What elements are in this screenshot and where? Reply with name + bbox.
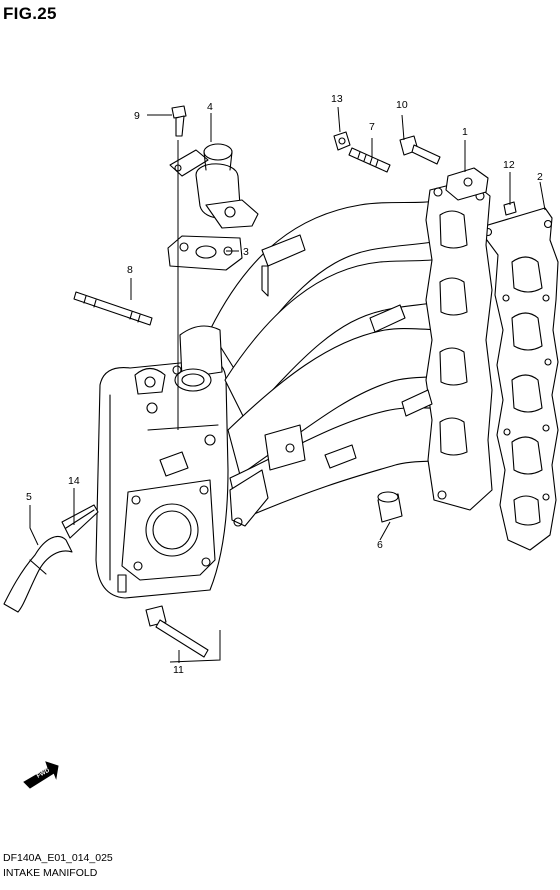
- clamp-part[interactable]: [61, 504, 99, 539]
- stud-part-8[interactable]: [73, 291, 153, 326]
- callout-4: 4: [207, 101, 213, 113]
- bolt-part-11[interactable]: [145, 605, 209, 658]
- callout-3: 3: [243, 246, 249, 258]
- hose-part[interactable]: [3, 536, 73, 613]
- callout-1: 1: [462, 126, 468, 138]
- callout-9: 9: [134, 110, 140, 122]
- intake-manifold-part[interactable]: [95, 167, 493, 599]
- stud-part-7[interactable]: [348, 147, 391, 173]
- callout-11: 11: [173, 664, 184, 676]
- diagram-name: INTAKE MANIFOLD: [3, 867, 98, 879]
- diagram-code: DF140A_E01_014_025: [3, 852, 113, 864]
- callout-8: 8: [127, 264, 133, 276]
- callout-2: 2: [537, 171, 543, 183]
- callout-10: 10: [396, 99, 408, 111]
- pin-part[interactable]: [503, 201, 517, 216]
- callout-14: 14: [68, 475, 80, 487]
- leader-lines: [29, 106, 546, 663]
- callout-6: 6: [377, 539, 383, 551]
- callout-7: 7: [369, 121, 375, 133]
- nut-part[interactable]: [333, 131, 351, 151]
- bolt-part-10[interactable]: [399, 135, 441, 165]
- callout-13: 13: [331, 93, 343, 105]
- idle-air-control-valve-part[interactable]: [169, 143, 259, 229]
- callout-12: 12: [503, 159, 515, 171]
- figure-title: FIG.25: [3, 4, 57, 23]
- spacer-part[interactable]: [377, 491, 403, 523]
- gasket-part[interactable]: [477, 207, 559, 551]
- fwd-arrow-icon: FWD: [23, 761, 59, 789]
- bolt-part-9[interactable]: [171, 105, 187, 137]
- callout-5: 5: [26, 491, 32, 503]
- iac-gasket-part[interactable]: [167, 235, 243, 271]
- callout-labels: 1 2 3 4 5 6 7 8 9 10 11 12 13 14: [26, 93, 543, 676]
